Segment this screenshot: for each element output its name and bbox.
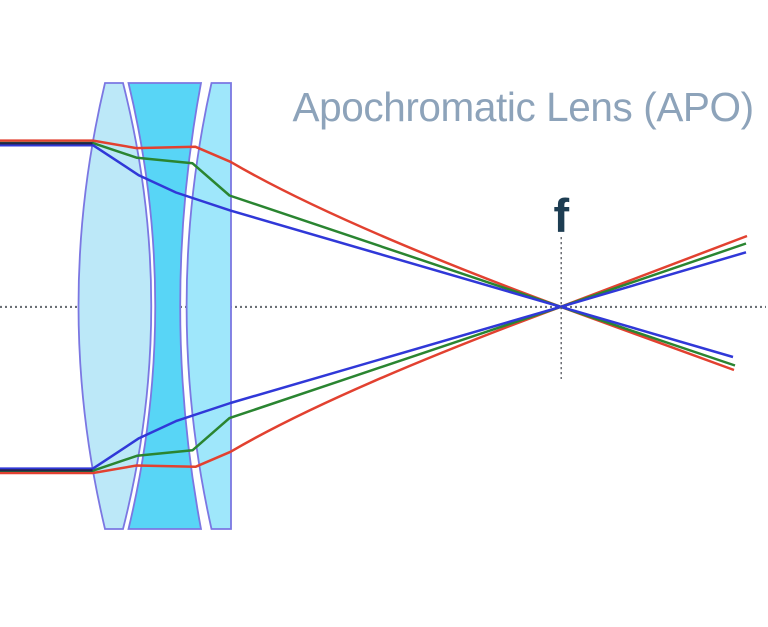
svg-text:Apochromatic Lens (APO): Apochromatic Lens (APO) xyxy=(293,84,754,130)
svg-text:f: f xyxy=(554,189,570,242)
